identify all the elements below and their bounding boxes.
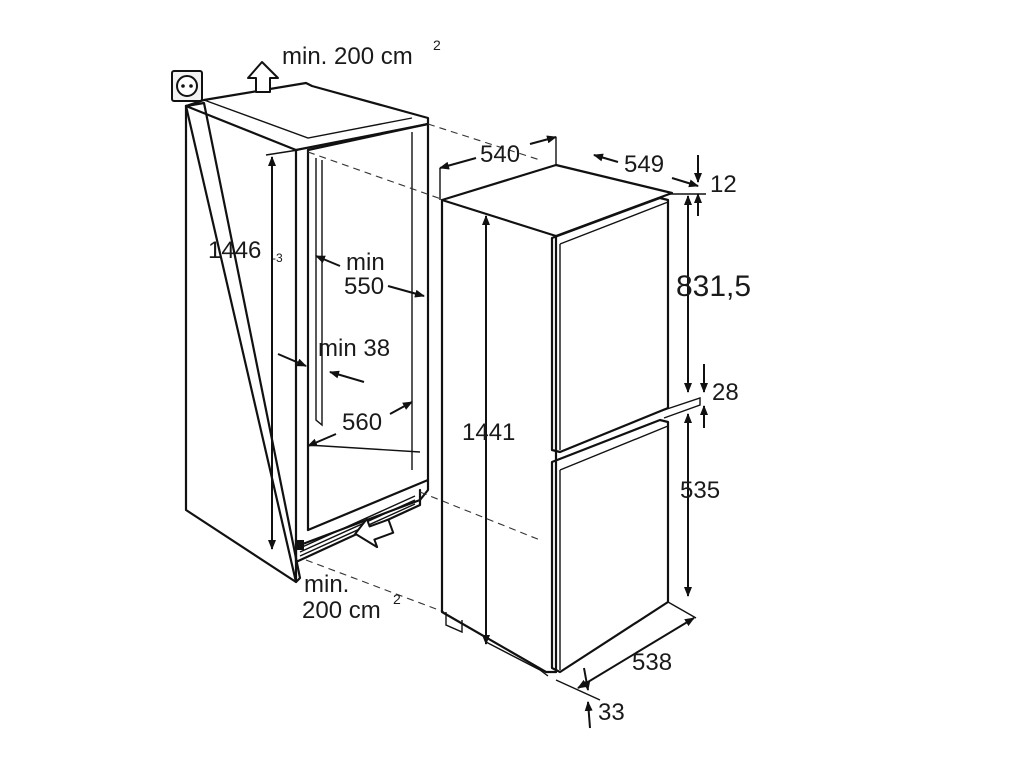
vent-top-label: min. 200 cm <box>282 43 413 70</box>
dim-549-left-arrow <box>593 153 619 163</box>
dim-540-right-arrow <box>529 135 557 145</box>
fridge-appliance <box>440 163 701 677</box>
niche-top-inner <box>203 99 413 139</box>
label-831-5: 831,5 <box>676 270 751 303</box>
label-535: 535 <box>680 477 720 504</box>
label-12: 12 <box>710 171 737 198</box>
niche-cabinet <box>184 81 430 584</box>
lower-door <box>550 418 670 674</box>
fridge-foot-left <box>445 612 463 634</box>
niche-top-board <box>184 81 430 152</box>
upper-door <box>550 196 670 454</box>
dim-550-right-arrow <box>387 285 425 298</box>
label-28: 28 <box>712 379 739 406</box>
door-gap-strip <box>657 397 701 419</box>
label-min: min <box>346 249 385 276</box>
label-33: 33 <box>598 699 625 726</box>
label-min-38: min 38 <box>318 335 390 362</box>
niche-inner-rail <box>315 158 323 427</box>
plinth-corner <box>296 540 304 550</box>
upper-door-face <box>559 201 669 450</box>
niche-bottom-board <box>298 478 430 547</box>
label-560: 560 <box>342 409 382 436</box>
fridge-base-line <box>485 641 549 677</box>
fridge-top <box>440 163 674 238</box>
fridge-side <box>440 198 558 674</box>
dim-33-top-arrow <box>582 667 591 691</box>
label-549: 549 <box>624 151 664 178</box>
label-vent-bottom-line2: 200 cm <box>302 597 381 624</box>
power-socket-icon <box>171 70 203 102</box>
label-vent-bottom-superscript: 2 <box>393 591 401 607</box>
label-1446-tolerance: -3 <box>272 251 283 265</box>
label-550: 550 <box>344 273 384 300</box>
dim-560-right-arrow <box>389 401 413 415</box>
dim-33-bottom-arrow <box>584 701 593 729</box>
niche-shelf-line <box>307 444 421 453</box>
air-flow-inlet-arrow-icon <box>354 517 395 549</box>
dimension-lines <box>265 135 708 729</box>
dim-538-line <box>577 617 695 689</box>
label-1441: 1441 <box>462 419 515 446</box>
dim-38-right-arrow <box>329 370 365 383</box>
dim-540-left-arrow <box>439 157 477 170</box>
dim-560-left-arrow <box>307 433 337 447</box>
dimension-labels: 1446 -3 min 550 min 38 560 540 549 12 83… <box>208 141 751 726</box>
niche-left-panel-edge <box>184 101 302 584</box>
air-flow-up-arrow-icon <box>247 61 279 93</box>
label-540: 540 <box>480 141 520 168</box>
vent-top-superscript: 2 <box>433 37 441 53</box>
label-1446: 1446 <box>208 237 261 264</box>
label-vent-bottom-line1: min. <box>304 571 349 598</box>
dim-549-right-arrow <box>671 177 699 188</box>
projection-lines <box>305 123 541 613</box>
label-538: 538 <box>632 649 672 676</box>
dim-38-left-arrow <box>277 353 307 367</box>
lower-door-face <box>559 425 669 670</box>
dim-550-left-arrow <box>315 255 341 267</box>
